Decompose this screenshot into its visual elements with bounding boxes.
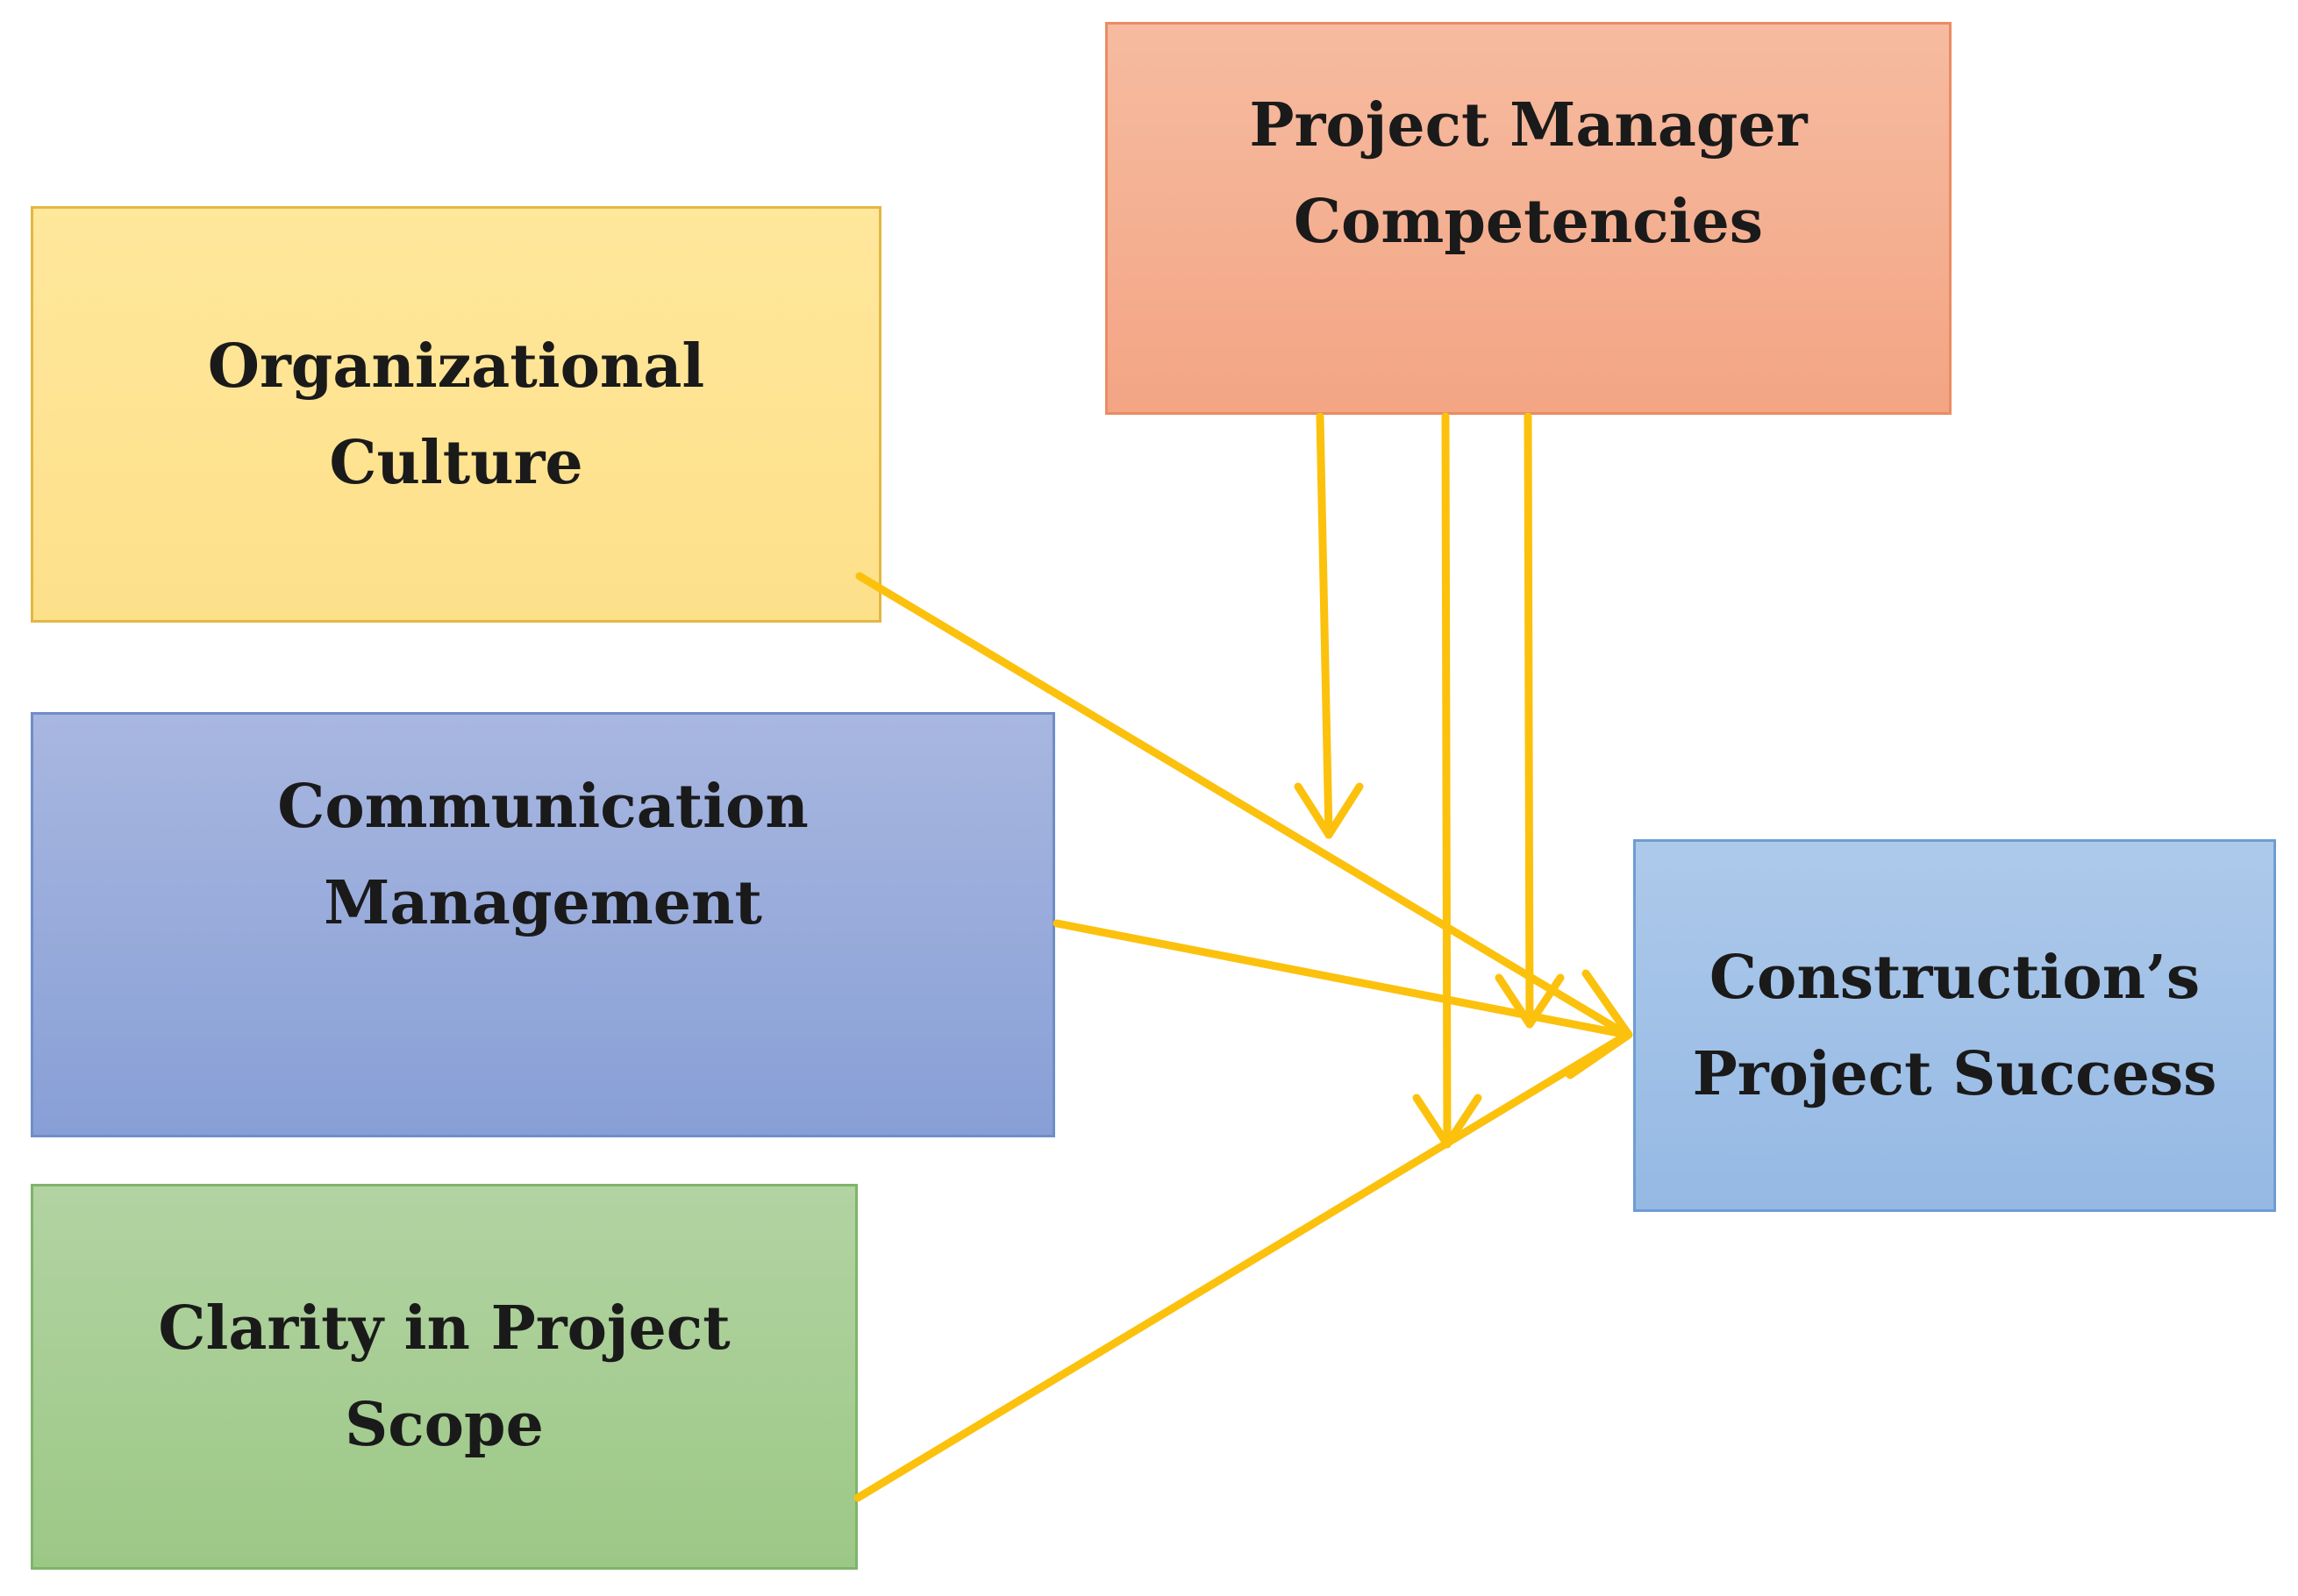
communication-management-box: Communication Management <box>31 712 1055 1137</box>
clarity-in-project-scope-label-line1: Clarity in Project <box>158 1293 731 1364</box>
clarity-in-project-scope-box: Clarity in Project Scope <box>31 1184 858 1570</box>
organizational-culture-label-line1: Organizational <box>207 331 705 402</box>
clarity-in-project-scope-label-line2: Scope <box>345 1390 544 1460</box>
communication-management-label-line2: Management <box>324 868 762 938</box>
project-manager-competencies-label-line1: Project Manager <box>1249 90 1808 160</box>
org-culture-to-success-arrow-line <box>855 572 1631 1039</box>
success-arrowhead <box>1566 969 1633 1079</box>
construction-project-success-box: Construction’s Project Success <box>1633 839 2276 1212</box>
project-manager-competencies-label-line2: Competencies <box>1293 187 1764 257</box>
organizational-culture-label-line2: Culture <box>329 427 583 498</box>
pm-to-org-culture-path-arrowhead <box>1294 782 1364 839</box>
pm-to-scope-path-arrowhead <box>1412 1094 1482 1149</box>
communication-management-label-line1: Communication <box>277 772 809 842</box>
pm-to-org-culture-path-arrow-line <box>1316 412 1333 839</box>
construction-project-success-label-line1: Construction’s <box>1709 942 2201 1013</box>
organizational-culture-box: Organizational Culture <box>31 206 881 623</box>
construction-project-success-label-line2: Project Success <box>1692 1038 2217 1109</box>
pm-to-communication-path-arrowhead <box>1495 973 1565 1029</box>
scope-to-success-arrow-line <box>853 1030 1631 1502</box>
pm-to-scope-path-arrow-line <box>1441 412 1452 1149</box>
project-manager-competencies-box: Project Manager Competencies <box>1105 22 1952 415</box>
pm-to-communication-path-arrow-line <box>1524 412 1534 1029</box>
